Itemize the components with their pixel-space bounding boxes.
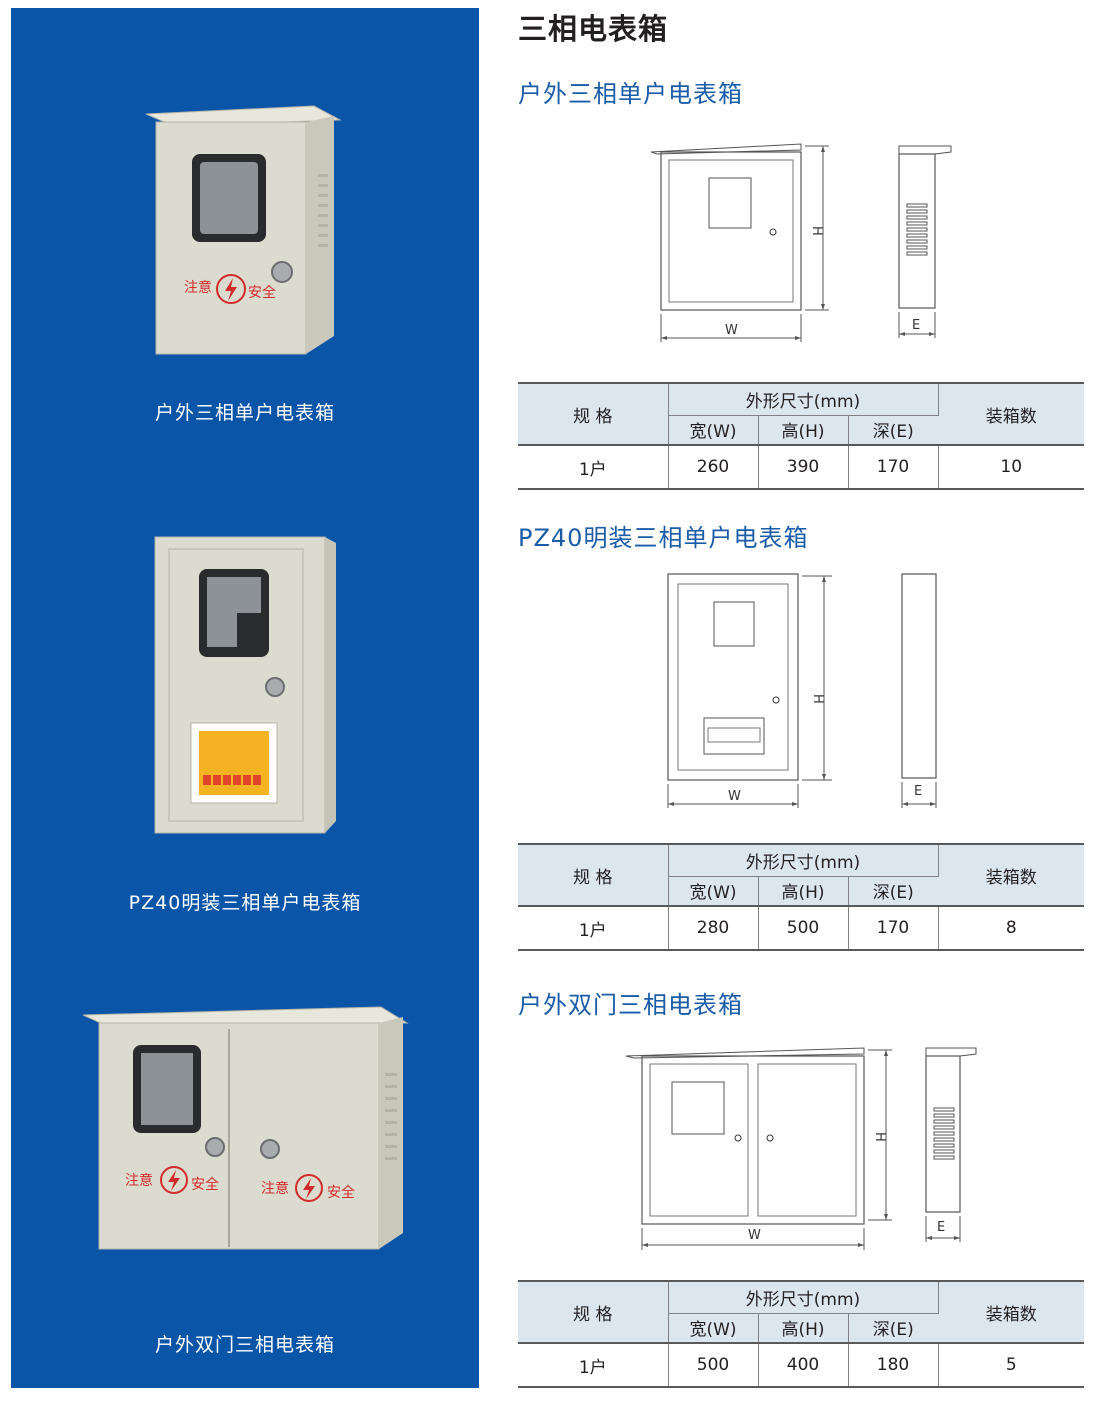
table-header-depth: 深(E) <box>848 875 938 906</box>
warning-text-right: 安全 <box>248 284 276 301</box>
section-title: PZ40明装三相单户电表箱 <box>518 524 809 552</box>
table-header-size: 外形尺寸(mm) <box>668 382 939 415</box>
warning-text-left: 注意 <box>261 1180 289 1197</box>
warning-text-right: 安全 <box>327 1184 355 1201</box>
cell-count: 5 <box>938 1342 1084 1388</box>
warning-text-right: 安全 <box>191 1176 219 1193</box>
table-row: 1户 280 500 170 8 <box>518 905 1084 951</box>
cell-count: 10 <box>938 444 1084 490</box>
table-header-height: 高(H) <box>758 1312 849 1343</box>
table-header-width: 宽(W) <box>668 414 759 445</box>
product-photo-pz40 <box>154 536 336 834</box>
dimension-drawing-front: W H <box>650 143 829 342</box>
dim-label-w: W <box>728 789 741 804</box>
table-header-spec: 规 格 <box>518 382 669 445</box>
table-row: 1户 260 390 170 10 <box>518 444 1084 490</box>
cell-width: 280 <box>668 905 759 951</box>
dim-label-h: H <box>810 694 825 704</box>
cell-height: 390 <box>758 444 849 490</box>
spec-table: 规 格 外形尺寸(mm) 装箱数 宽(W) 高(H) 深(E) 1户 260 3… <box>518 382 1084 490</box>
table-row: 1户 500 400 180 5 <box>518 1342 1084 1388</box>
table-header-spec: 规 格 <box>518 1280 669 1343</box>
table-header-size: 外形尺寸(mm) <box>668 1280 939 1313</box>
spec-table: 规 格 外形尺寸(mm) 装箱数 宽(W) 高(H) 深(E) 1户 500 4… <box>518 1280 1084 1388</box>
table-header-depth: 深(E) <box>848 1312 938 1343</box>
dim-label-e: E <box>912 318 920 333</box>
dimension-drawing-side: E <box>898 145 952 338</box>
cell-count: 8 <box>938 905 1084 951</box>
dim-label-w: W <box>725 323 738 338</box>
table-header-depth: 深(E) <box>848 414 938 445</box>
warning-text-left: 注意 <box>184 279 212 296</box>
table-header-width: 宽(W) <box>668 875 759 906</box>
dim-label-w: W <box>748 1228 761 1243</box>
dim-label-h: H <box>809 226 824 236</box>
cell-height: 500 <box>758 905 849 951</box>
cell-width: 260 <box>668 444 759 490</box>
cell-height: 400 <box>758 1342 849 1388</box>
dimension-drawing-side: E <box>901 573 937 808</box>
table-header-spec: 规 格 <box>518 843 669 906</box>
photo-caption: 户外双门三相电表箱 <box>154 1334 335 1356</box>
table-header-count: 装箱数 <box>938 382 1084 445</box>
dim-label-e: E <box>937 1220 945 1235</box>
warning-text-left: 注意 <box>125 1172 153 1189</box>
cell-spec: 1户 <box>518 1342 669 1388</box>
photo-caption: 户外三相单户电表箱 <box>154 402 335 424</box>
cell-width: 500 <box>668 1342 759 1388</box>
table-header-width: 宽(W) <box>668 1312 759 1343</box>
table-header-count: 装箱数 <box>938 843 1084 906</box>
dim-label-h: H <box>872 1132 887 1142</box>
cell-spec: 1户 <box>518 444 669 490</box>
table-header-size: 外形尺寸(mm) <box>668 843 939 876</box>
spec-table: 规 格 外形尺寸(mm) 装箱数 宽(W) 高(H) 深(E) 1户 280 5… <box>518 843 1084 951</box>
cell-depth: 170 <box>848 905 939 951</box>
dimension-drawing-front: W H <box>667 573 832 808</box>
cell-spec: 1户 <box>518 905 669 951</box>
cell-depth: 180 <box>848 1342 939 1388</box>
page-title: 三相电表箱 <box>518 12 669 46</box>
product-photo-panel: 注意 安全 户外三相单户电表箱 PZ40明装三相单户电表箱 <box>11 8 479 1388</box>
cell-depth: 170 <box>848 444 939 490</box>
dim-label-e: E <box>914 784 922 799</box>
section-title: 户外双门三相电表箱 <box>518 991 743 1019</box>
table-header-count: 装箱数 <box>938 1280 1084 1343</box>
table-header-height: 高(H) <box>758 875 849 906</box>
photo-caption: PZ40明装三相单户电表箱 <box>128 892 362 914</box>
product-photo-outdoor-single: 注意 安全 <box>145 105 342 355</box>
product-photo-double-door: 注意 安全 注意 安全 <box>82 1006 409 1250</box>
table-header-height: 高(H) <box>758 414 849 445</box>
section-title: 户外三相单户电表箱 <box>518 80 743 108</box>
dimension-drawing-side: E <box>925 1047 977 1242</box>
dimension-drawing-front: W H <box>625 1047 892 1250</box>
